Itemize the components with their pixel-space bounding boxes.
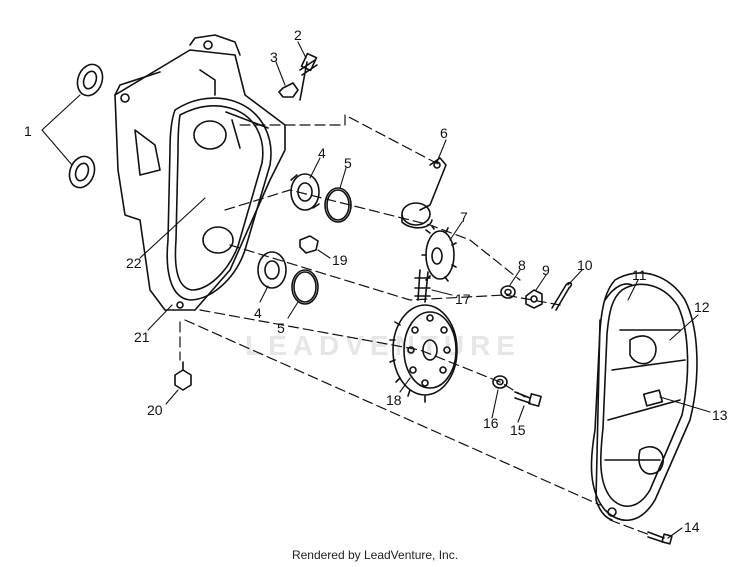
chain-tensioner (401, 157, 447, 229)
callout-1: 1 (24, 123, 32, 139)
callout-9: 9 (542, 262, 550, 278)
callout-21: 21 (134, 329, 150, 345)
callout-3: 3 (270, 49, 278, 65)
chaincase-cover (590, 272, 698, 522)
callout-2: 2 (294, 27, 302, 43)
callout-11: 11 (632, 267, 647, 283)
drain-plug (174, 361, 192, 391)
callout-5-upper: 5 (344, 155, 352, 171)
chain-segment (414, 269, 431, 303)
callout-12: 12 (694, 299, 710, 315)
hex-bolt (514, 391, 542, 407)
callout-15: 15 (510, 422, 526, 438)
callout-17: 17 (455, 291, 471, 307)
callout-14: 14 (684, 519, 700, 535)
washer-bolt (492, 375, 508, 389)
bearing-upper (290, 173, 320, 211)
cover-gasket (595, 283, 633, 521)
cotter-pin (551, 281, 573, 311)
callout-6: 6 (440, 125, 448, 141)
retaining-ring-upper (324, 187, 352, 223)
render-credit: Rendered by LeadVenture, Inc. (291, 548, 459, 562)
callout-13: 13 (712, 407, 728, 423)
lower-sprocket (389, 304, 458, 403)
callout-20: 20 (147, 402, 163, 418)
jam-nut (278, 82, 299, 98)
cover-screw (647, 531, 673, 545)
seal-upper (76, 63, 104, 97)
washer-small (500, 285, 516, 299)
upper-sprocket (421, 225, 457, 282)
watermark: LEADVENTURE (245, 330, 522, 361)
callout-19: 19 (332, 252, 348, 268)
bearing-lower (257, 251, 287, 289)
seal-lower (68, 155, 96, 189)
callout-7: 7 (460, 209, 468, 225)
callout-4-upper: 4 (318, 145, 326, 161)
callout-5-lower: 5 (277, 320, 285, 336)
callout-18: 18 (386, 392, 402, 408)
callout-8: 8 (518, 257, 526, 273)
hex-nut (299, 235, 319, 254)
callout-10: 10 (577, 257, 593, 273)
retaining-ring-lower (291, 269, 319, 305)
callout-16: 16 (483, 415, 499, 431)
castle-nut (525, 289, 543, 309)
bolt-adjuster (299, 52, 318, 101)
callout-22: 22 (126, 255, 142, 271)
callout-4-lower: 4 (254, 305, 262, 321)
